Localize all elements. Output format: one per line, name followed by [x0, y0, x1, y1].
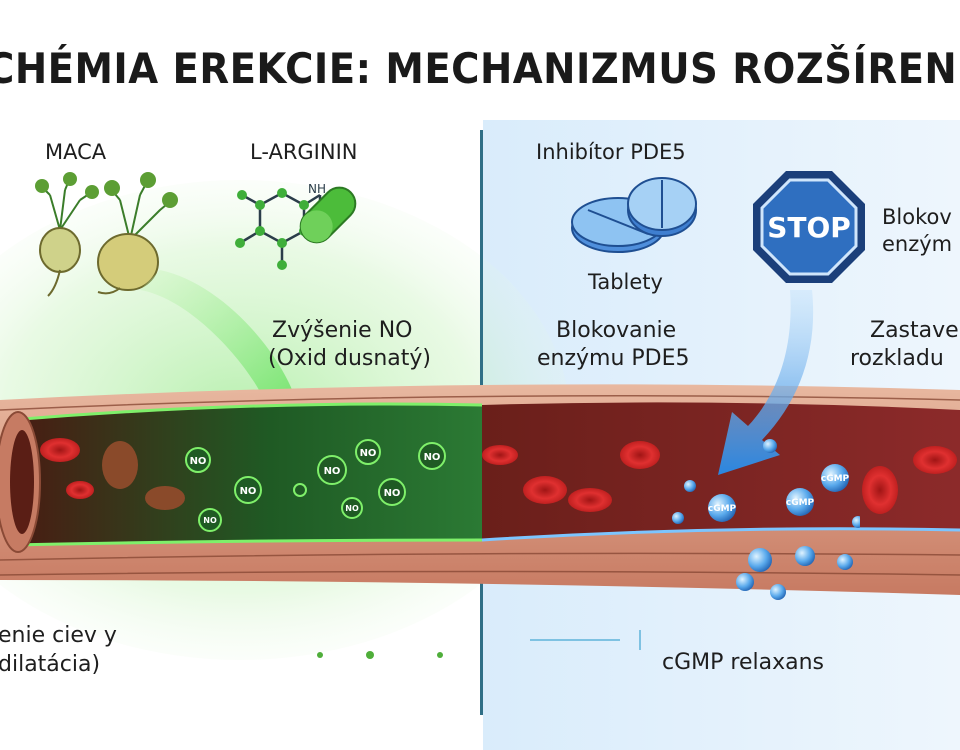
- vessel-lumen-left: [10, 404, 482, 545]
- molecule-nh-top: NH: [308, 182, 326, 196]
- nitric-oxide-label: (Oxid dusnatý): [268, 346, 432, 371]
- svg-text:cGMP: cGMP: [708, 504, 737, 514]
- svg-text:NO: NO: [384, 488, 401, 499]
- maca-label: MACA: [45, 140, 107, 164]
- decay-label-1: Zastave: [870, 318, 959, 343]
- tablets-label: Tablety: [588, 270, 663, 294]
- svg-text:NO: NO: [203, 516, 217, 525]
- blue-arrow: [718, 290, 814, 475]
- page-title: CHÉMIA EREKCIE: MECHANIZMUS ROZŠÍRENIA: [0, 44, 960, 93]
- drug-label: Inhibítor PDE5: [536, 140, 686, 164]
- svg-text:NO: NO: [240, 486, 257, 497]
- vessel-result-label-2: dilatácia): [0, 652, 101, 677]
- mech-label-1: Blokovanie: [556, 318, 677, 343]
- svg-text:STOP: STOP: [767, 211, 851, 244]
- decorative-lines: [317, 630, 641, 659]
- arginine-label: L-ARGININ: [250, 140, 358, 164]
- maca-root-icon: [35, 172, 178, 297]
- svg-text:NO: NO: [190, 456, 207, 467]
- cgmp-molecules: cGMP cGMP cGMP: [672, 439, 860, 600]
- block-label-1: Blokov: [882, 205, 952, 229]
- cgmp-relaxans-label: cGMP relaxans: [662, 650, 824, 675]
- svg-text:NO: NO: [324, 466, 341, 477]
- block-label-2: enzým: [882, 232, 953, 256]
- svg-text:cGMP: cGMP: [821, 474, 850, 484]
- red-blood-cells: [40, 438, 957, 514]
- stop-sign-icon: STOP: [753, 171, 865, 283]
- mech-label-2: enzýmu PDE5: [537, 346, 690, 371]
- vessel-result-label-1: enie ciev y: [0, 623, 117, 648]
- no-increase-label: Zvýšenie NO: [272, 318, 413, 343]
- decay-label-2: rozkladu: [850, 346, 944, 371]
- svg-text:NO: NO: [424, 452, 441, 463]
- arginine-molecule-icon: NH NH: [235, 182, 357, 270]
- svg-text:cGMP: cGMP: [786, 498, 815, 508]
- svg-text:NO: NO: [345, 504, 359, 513]
- tablets-icon: [571, 177, 697, 253]
- no-molecules: NO NO NO NO NO NO NO NO: [185, 439, 446, 532]
- svg-text:NO: NO: [360, 448, 377, 459]
